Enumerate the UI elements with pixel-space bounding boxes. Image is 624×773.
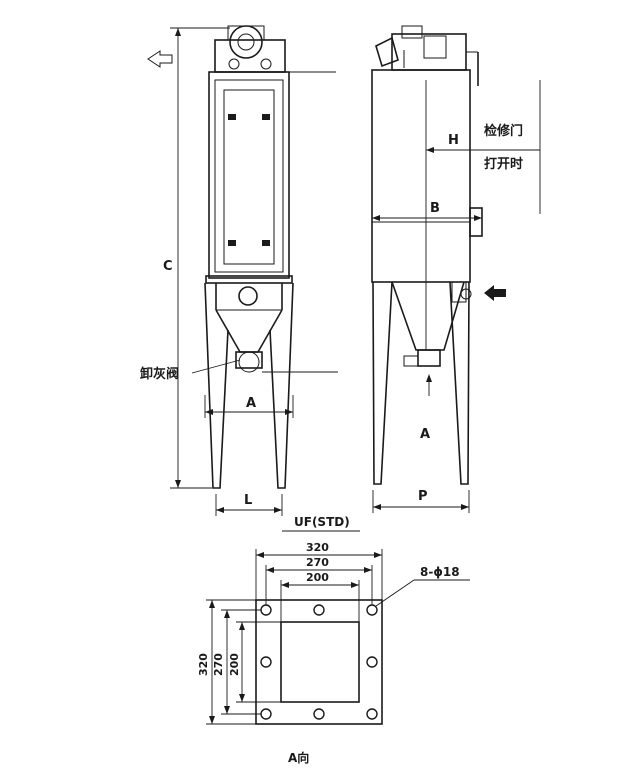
- dim-inner-h: 200: [228, 653, 241, 676]
- dim-outer-w: 320: [306, 541, 329, 554]
- valve-callout: 卸灰阀: [140, 359, 241, 382]
- holes-label: 8-ϕ18: [420, 565, 460, 579]
- door-label-line2: 打开时: [484, 156, 523, 172]
- dim-outer-h: 320: [197, 653, 210, 676]
- flange-outer-plate: [255, 599, 383, 725]
- dim-h-label: H: [448, 133, 459, 148]
- dim-l: L: [215, 493, 283, 516]
- bolt-hole: [366, 708, 378, 720]
- dim-inner-w: 200: [306, 571, 329, 584]
- flange-view: UF(STD) 320 270: [197, 515, 470, 765]
- view-a-label: A向: [288, 750, 309, 765]
- front-view: C A L 卸灰阀: [140, 25, 338, 516]
- dim-b-label: B: [430, 201, 440, 216]
- outlet-arrow-icon: [147, 50, 173, 68]
- view-a-arrow-icon: [426, 374, 432, 396]
- dim-l-label: L: [244, 493, 252, 508]
- dim-b: B: [372, 201, 482, 221]
- bolt-hole: [260, 708, 272, 720]
- flange-bolt-holes: [260, 604, 378, 720]
- side-view: A H 检修门 打开时 B P: [371, 25, 541, 513]
- side-dim-a-label: A: [420, 427, 430, 442]
- door-label-line1: 检修门: [484, 123, 523, 139]
- side-fan-assembly: [375, 25, 479, 86]
- flange-title: UF(STD): [294, 515, 350, 529]
- flange-width-dims: 320 270 200: [255, 541, 383, 622]
- front-dim-a-label: A: [246, 396, 256, 411]
- dim-mid-h: 270: [212, 653, 225, 676]
- front-dim-a: A: [204, 395, 294, 418]
- dim-h: H: [426, 80, 541, 214]
- side-hopper: [391, 281, 472, 367]
- bolt-hole: [366, 604, 378, 616]
- bolt-hole: [366, 656, 378, 668]
- bolt-hole: [313, 604, 325, 616]
- side-filter-body: [371, 69, 483, 283]
- inlet-arrow-icon: [484, 285, 506, 301]
- bolt-hole: [260, 604, 272, 616]
- holes-callout: 8-ϕ18: [375, 565, 470, 607]
- dim-p: P: [372, 489, 470, 513]
- front-filter-body: [205, 71, 293, 284]
- bolt-hole: [313, 708, 325, 720]
- side-legs: [372, 281, 470, 485]
- dim-p-label: P: [418, 489, 428, 504]
- dim-mid-w: 270: [306, 556, 329, 569]
- dim-c: C: [163, 27, 230, 489]
- flange-height-dims: 320 270 200: [197, 599, 281, 725]
- front-legs: [204, 282, 294, 489]
- front-fan-assembly: [214, 25, 286, 73]
- valve-label: 卸灰阀: [140, 366, 179, 382]
- dim-c-label: C: [163, 259, 173, 274]
- bolt-hole: [260, 656, 272, 668]
- flange-inner-opening: [280, 621, 360, 703]
